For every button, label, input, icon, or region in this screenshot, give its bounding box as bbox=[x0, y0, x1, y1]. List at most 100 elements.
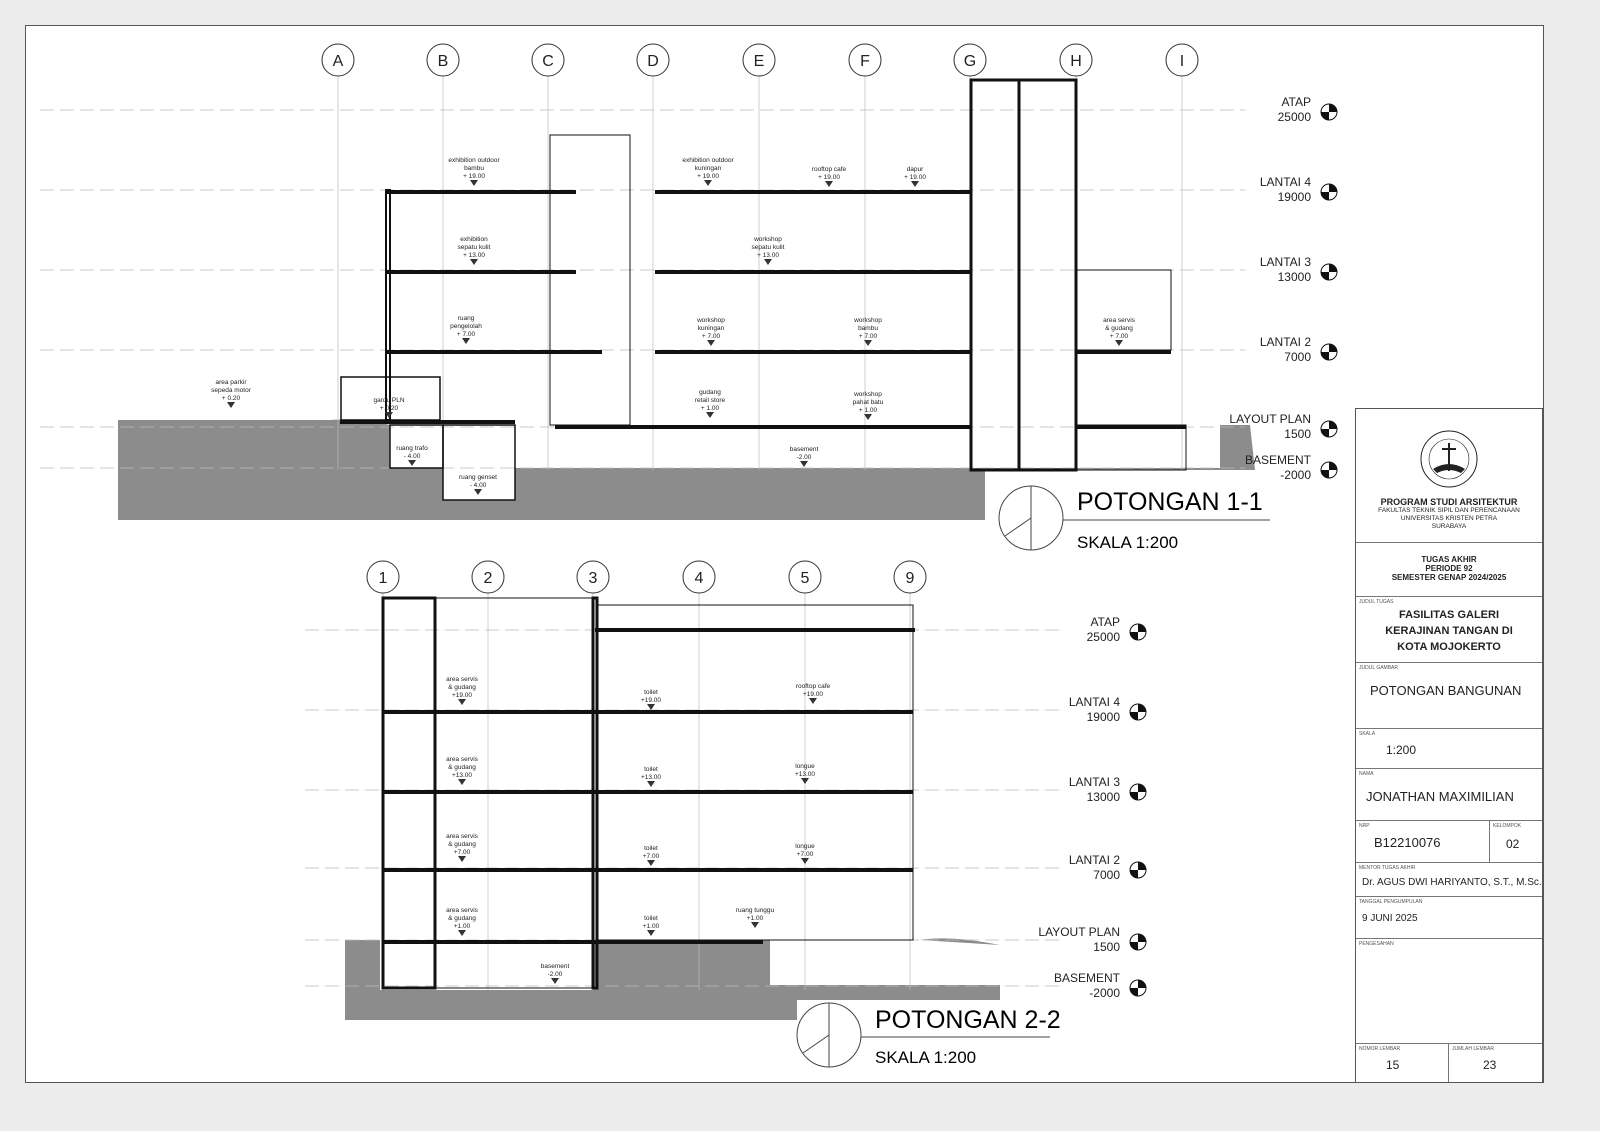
room-elevation: + 0.20 bbox=[380, 405, 399, 412]
elevation-marker-icon bbox=[764, 259, 772, 265]
section-1-scale: SKALA 1:200 bbox=[1077, 533, 1179, 552]
floor-slab bbox=[595, 628, 915, 632]
nomor-lembar-caption: NOMOR LEMBAR bbox=[1359, 1046, 1401, 1052]
grid-bubble bbox=[426, 43, 460, 77]
wall bbox=[549, 134, 631, 426]
tugas-label: TUGAS AKHIR bbox=[1421, 555, 1477, 564]
tb-tugas: TUGAS AKHIR PERIODE 92 SEMESTER GENAP 20… bbox=[1356, 543, 1542, 597]
room-name: exhibition bbox=[460, 236, 488, 243]
semester-label: SEMESTER GENAP 2024/2025 bbox=[1391, 573, 1507, 582]
nama-caption: NAMA bbox=[1359, 771, 1374, 777]
room-elevation: +19.00 bbox=[641, 697, 661, 704]
level-name: LAYOUT PLAN bbox=[1038, 925, 1120, 939]
room-elevation: +19.00 bbox=[452, 692, 472, 699]
grid-bubble bbox=[848, 43, 882, 77]
level-name: ATAP bbox=[1090, 615, 1120, 629]
level-marker-fill bbox=[1130, 624, 1146, 640]
room-name: dapur bbox=[907, 166, 924, 173]
grid-bubble bbox=[366, 560, 400, 594]
kelompok-value: 02 bbox=[1506, 837, 1520, 851]
wall bbox=[596, 604, 914, 941]
room-name: rooftop cafe bbox=[812, 166, 847, 173]
periode-label: PERIODE 92 bbox=[1425, 564, 1473, 573]
level-marker-fill bbox=[1321, 462, 1337, 478]
faculty-name: FAKULTAS TEKNIK SIPIL DAN PERENCANAAN bbox=[1378, 507, 1520, 514]
grid-bubble bbox=[531, 43, 565, 77]
elevation-marker-icon bbox=[462, 338, 470, 344]
elevation-marker-icon bbox=[1115, 340, 1123, 346]
room-name: basement bbox=[541, 963, 570, 970]
level-marker-fill bbox=[1130, 980, 1146, 996]
room-name: gardu PLN bbox=[373, 397, 404, 404]
room-elevation: - 4.00 bbox=[470, 482, 487, 489]
elevation-marker-icon bbox=[458, 930, 466, 936]
level-name: LANTAI 3 bbox=[1069, 775, 1120, 789]
grid-bubble bbox=[576, 560, 610, 594]
room-name: ruang trafo bbox=[396, 445, 428, 452]
level-elevation: -2000 bbox=[1089, 986, 1120, 1000]
kelompok-caption: KELOMPOK bbox=[1493, 823, 1522, 829]
floor-slab bbox=[386, 270, 576, 274]
grid-label: 9 bbox=[906, 570, 915, 587]
floor-slab bbox=[1076, 350, 1171, 354]
university-logo bbox=[1420, 430, 1478, 488]
section-2-scale: SKALA 1:200 bbox=[875, 1048, 977, 1067]
room-elevation: +1.00 bbox=[747, 915, 764, 922]
mentor-caption: MENTOR TUGAS AKHIR bbox=[1359, 865, 1416, 871]
elevation-marker-icon bbox=[647, 704, 655, 710]
elevation-marker-icon bbox=[408, 460, 416, 466]
grid-label: 2 bbox=[484, 570, 493, 587]
room-name: workshop bbox=[853, 317, 882, 324]
room-name: sepatu kulit bbox=[752, 244, 785, 251]
grid-label: H bbox=[1070, 53, 1082, 70]
room-elevation: + 19.00 bbox=[463, 173, 485, 180]
grid-label: 4 bbox=[695, 570, 704, 587]
ground-fill bbox=[118, 419, 1255, 520]
sheet-total: 23 bbox=[1483, 1058, 1497, 1072]
room-elevation: + 7.00 bbox=[1110, 333, 1129, 340]
room-name: gudang bbox=[699, 389, 721, 396]
elevation-marker-icon bbox=[458, 779, 466, 785]
city-name: SURABAYA bbox=[1431, 523, 1467, 530]
level-marker-fill bbox=[1321, 344, 1337, 360]
tb-pengesahan: PENGESAHAN bbox=[1356, 939, 1542, 1044]
skala-caption: SKALA bbox=[1359, 731, 1376, 737]
level-marker-fill bbox=[1321, 264, 1337, 280]
grid-label: 3 bbox=[589, 570, 598, 587]
tb-judul-tugas: JUDUL TUGAS FASILITAS GALERI KERAJINAN T… bbox=[1356, 597, 1542, 663]
section-symbol-icon bbox=[802, 1034, 830, 1054]
program-name: PROGRAM STUDI ARSITEKTUR bbox=[1380, 497, 1518, 507]
grid-bubble bbox=[1165, 43, 1199, 77]
room-name: & gudang bbox=[448, 764, 476, 771]
room-name: ruang tunggu bbox=[736, 907, 775, 914]
room-elevation: + 1.00 bbox=[859, 407, 878, 414]
grid-bubble bbox=[471, 560, 505, 594]
level-elevation: 7000 bbox=[1284, 350, 1311, 364]
mentor-name: Dr. AGUS DWI HARIYANTO, S.T., M.Sc. bbox=[1362, 877, 1542, 888]
room-name: & gudang bbox=[448, 915, 476, 922]
elevation-marker-icon bbox=[458, 699, 466, 705]
room-name: kuningan bbox=[695, 165, 722, 172]
room-name: & gudang bbox=[448, 684, 476, 691]
level-elevation: 25000 bbox=[1278, 110, 1312, 124]
level-elevation: 1500 bbox=[1093, 940, 1120, 954]
grid-label: F bbox=[860, 53, 870, 70]
grid-bubble bbox=[893, 560, 927, 594]
room-name: rooftop cafe bbox=[796, 683, 831, 690]
wall bbox=[340, 376, 441, 421]
elevation-marker-icon bbox=[385, 412, 393, 418]
level-marker-fill bbox=[1130, 934, 1146, 950]
room-name: bambu bbox=[464, 165, 484, 172]
jumlah-lembar-caption: JUMLAH LEMBAR bbox=[1452, 1046, 1494, 1052]
tanggal-caption: TANGGAL PENGUMPULAN bbox=[1359, 899, 1423, 905]
floor-slab bbox=[655, 270, 970, 274]
elevation-marker-icon bbox=[825, 181, 833, 187]
elevation-marker-icon bbox=[864, 414, 872, 420]
room-name: ruang genset bbox=[459, 474, 497, 481]
level-marker-fill bbox=[1130, 704, 1146, 720]
grid-bubble bbox=[742, 43, 776, 77]
student-name: JONATHAN MAXIMILIAN bbox=[1366, 789, 1514, 804]
elevation-marker-icon bbox=[911, 181, 919, 187]
level-marker-fill bbox=[1130, 784, 1146, 800]
